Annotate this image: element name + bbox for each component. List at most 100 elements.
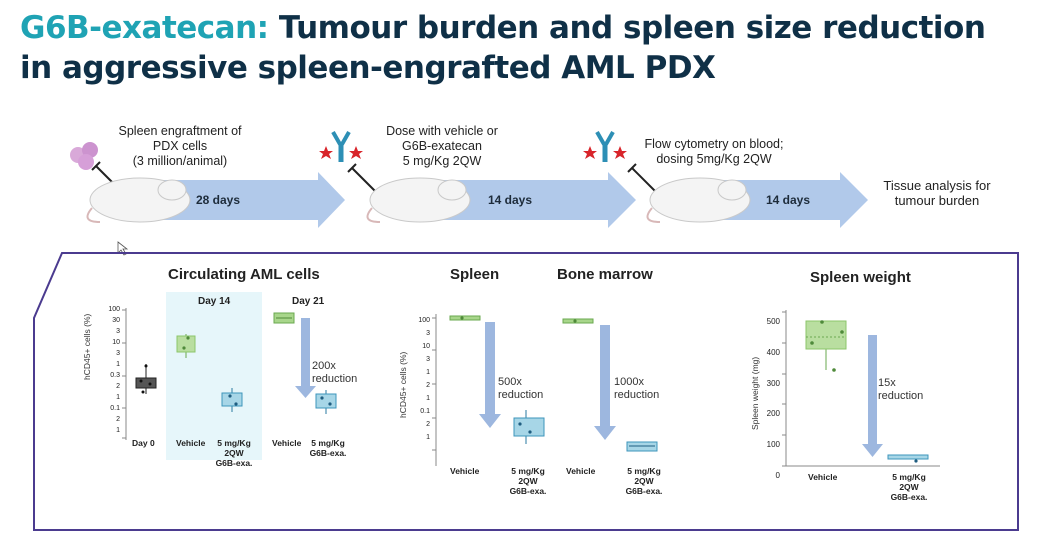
circ-tick-5: 1 xyxy=(116,361,120,368)
pdx-cells-icon xyxy=(70,142,98,170)
circ-tick-10: 2 xyxy=(116,416,120,423)
step-2-line-3: 5 mg/Kg 2QW xyxy=(402,154,482,168)
sp-tick-6: 1 xyxy=(426,395,430,402)
sw-tick-1: 400 xyxy=(766,347,780,357)
mouse-icon-3 xyxy=(646,177,751,223)
antibody-icon-2 xyxy=(583,131,627,162)
sp-y-ticks: 100 3 10 3 1 2 1 0.1 2 1 xyxy=(416,314,430,444)
sp-tick-2: 10 xyxy=(422,343,430,350)
circ-tick-4: 3 xyxy=(116,350,120,357)
bm-x-treated-drug: G6B-exa. xyxy=(625,486,663,496)
sp-tick-3: 3 xyxy=(426,356,430,363)
circ-tick-7: 2 xyxy=(116,383,120,390)
sp-tick-1: 3 xyxy=(426,330,430,337)
bone-marrow-title: Bone marrow xyxy=(557,266,653,283)
step-3-text: Flow cytometry on blood; dosing 5mg/Kg 2… xyxy=(634,137,794,167)
arrow-3-label: 14 days xyxy=(766,193,811,207)
mouse-icon-1 xyxy=(86,177,191,223)
day14-label: Day 14 xyxy=(198,296,231,307)
final-line-2: tumour burden xyxy=(894,193,980,208)
arrow-1-label: 28 days xyxy=(196,193,241,207)
sp-tick-5: 2 xyxy=(426,382,430,389)
circ-x-treated-d14-dose: 5 mg/Kg xyxy=(217,438,251,448)
circ-vehicle-d21-box xyxy=(273,312,295,324)
circ-tick-9: 0.1 xyxy=(110,405,120,412)
title-rest: Tumour burden and spleen size reduction xyxy=(268,10,986,46)
sp-x-treated-dose: 5 mg/Kg xyxy=(511,466,545,476)
circulating-title: Circulating AML cells xyxy=(168,266,320,283)
step-1-text: Spleen engraftment of PDX cells (3 milli… xyxy=(110,124,250,169)
arrow-2-label: 14 days xyxy=(488,193,533,207)
spleen-reduction-word: reduction xyxy=(498,389,544,401)
step-2-text: Dose with vehicle or G6B-exatecan 5 mg/K… xyxy=(372,124,512,169)
circ-x-vehicle-d21: Vehicle xyxy=(272,438,302,448)
sp-tick-8: 2 xyxy=(426,421,430,428)
spleen-treated-box xyxy=(513,410,545,444)
sw-reduction-word: reduction xyxy=(878,390,924,402)
sw-tick-2: 300 xyxy=(766,378,780,388)
day21-label: Day 21 xyxy=(292,296,325,307)
antibody-icon-1 xyxy=(319,131,363,162)
sw-tick-0: 500 xyxy=(766,317,780,326)
sp-tick-0: 100 xyxy=(418,317,430,324)
spleen-reduction-factor: 500x xyxy=(498,376,522,388)
circ-reduction-factor: 200x xyxy=(312,360,336,372)
step-3-line-2: dosing 5mg/Kg 2QW xyxy=(656,152,772,166)
spleen-reduction-arrow xyxy=(479,322,501,428)
bm-reduction-factor: 1000x xyxy=(614,376,644,388)
step-2-line-2: G6B-exatecan xyxy=(402,139,482,153)
step-2-line-1: Dose with vehicle or xyxy=(386,124,498,138)
circ-ticks xyxy=(122,309,126,439)
circ-x-treated-d14-schedule: 2QW xyxy=(224,448,244,458)
circ-tick-3: 10 xyxy=(112,339,120,346)
circ-y-ticks: 100 30 3 10 3 1 0.3 2 1 0.1 2 1 xyxy=(106,304,120,436)
spleen-title: Spleen xyxy=(450,266,500,283)
spleen-weight-title: Spleen weight xyxy=(810,269,911,286)
circ-treated-d14-box xyxy=(221,388,243,412)
title-line2: in aggressive spleen-engrafted AML PDX xyxy=(20,50,716,86)
circ-tick-2: 3 xyxy=(116,328,120,335)
circ-vehicle-d14-box xyxy=(176,334,196,358)
sw-x-treated-schedule: 2QW xyxy=(899,482,919,492)
step-3-line-1: Flow cytometry on blood; xyxy=(644,137,784,151)
circ-x-treated-d21: 5 mg/Kg G6B-exa. xyxy=(306,438,350,458)
circ-tick-0: 100 xyxy=(108,306,120,313)
circ-x-vehicle-d14: Vehicle xyxy=(176,438,206,448)
sp-x-treated-drug: G6B-exa. xyxy=(509,486,547,496)
mouse-icon-2 xyxy=(366,177,471,223)
circ-tick-8: 1 xyxy=(116,394,120,401)
sp-x-treated: 5 mg/Kg 2QW G6B-exa. xyxy=(506,466,550,496)
step-1-line-1: Spleen engraftment of xyxy=(118,124,242,138)
sw-y-label: Spleen weight (mg) xyxy=(750,356,760,430)
circ-tick-1: 30 xyxy=(112,317,120,324)
circ-x-treated-d21-dose: 5 mg/Kg xyxy=(311,438,345,448)
sw-reduction-note: 15x reduction xyxy=(878,377,923,403)
timeline-arrow-1 xyxy=(140,172,345,228)
sw-x-treated-drug: G6B-exa. xyxy=(890,492,928,502)
bm-x-vehicle: Vehicle xyxy=(566,466,596,476)
sw-treated-box xyxy=(887,454,929,463)
bm-reduction-note: 1000x reduction xyxy=(614,376,659,402)
circ-reduction-note: 200x reduction xyxy=(312,360,357,386)
sp-tick-4: 1 xyxy=(426,369,430,376)
sp-x-treated-schedule: 2QW xyxy=(518,476,538,486)
sp-ticks xyxy=(432,317,436,451)
circ-x-treated-d14-drug: G6B-exa. xyxy=(215,458,253,468)
circ-treated-d21-box xyxy=(315,390,337,414)
sw-ticks xyxy=(782,311,786,467)
circ-day0-box xyxy=(135,364,157,394)
bm-reduction-word: reduction xyxy=(614,389,660,401)
circ-x-treated-d21-drug: G6B-exa. xyxy=(309,448,347,458)
sw-y-ticks: 500 400 300 200 100 0 xyxy=(760,307,780,492)
sp-tick-9: 1 xyxy=(426,434,430,441)
sp-x-vehicle: Vehicle xyxy=(450,466,480,476)
circ-reduction-word: reduction xyxy=(312,373,358,385)
sw-x-treated: 5 mg/Kg 2QW G6B-exa. xyxy=(886,472,932,502)
sw-reduction-arrow xyxy=(862,335,883,457)
circ-x-treated-d14: 5 mg/Kg 2QW G6B-exa. xyxy=(212,438,256,468)
sw-reduction-factor: 15x xyxy=(878,377,896,389)
circ-reduction-arrow xyxy=(295,318,316,398)
